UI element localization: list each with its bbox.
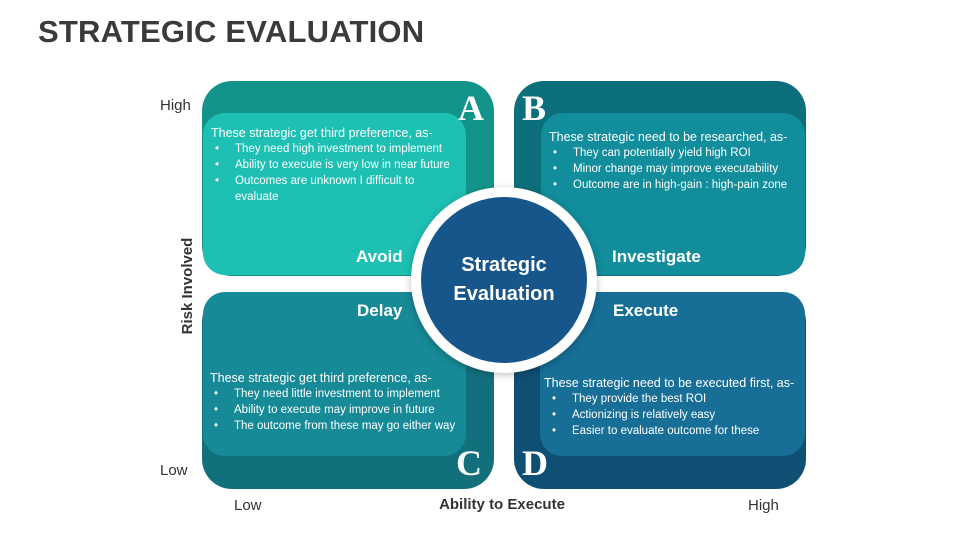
list-item: Ability to execute is very low in near f… [211,157,458,173]
quadrant-d-bullets: They provide the best ROI Actionizing is… [548,391,797,439]
list-item: They need little investment to implement [210,386,458,402]
page-title: STRATEGIC EVALUATION [38,14,425,49]
list-item: They need high investment to implement [211,141,458,157]
quadrant-a-letter: A [458,88,484,128]
list-item: They provide the best ROI [548,391,797,407]
y-axis-title: Risk Involved [179,237,196,335]
center-circle: Strategic Evaluation [421,197,587,363]
quadrant-c-bullets: They need little investment to implement… [210,386,458,434]
quadrant-a-intro: These strategic get third preference, as… [211,126,433,140]
quadrant-b-intro: These strategic need to be researched, a… [549,130,788,144]
list-item: Minor change may improve executability [549,161,797,177]
list-item: Outcome are in high-gain : high-pain zon… [549,177,797,193]
quadrant-c-label: Delay [357,301,403,320]
quadrant-a-text-box: These strategic get third preference, as… [203,113,466,275]
quadrant-d-intro: These strategic need to be executed firs… [544,376,795,390]
list-item: They can potentially yield high ROI [549,145,797,161]
list-item: The outcome from these may go either way [210,418,458,434]
quadrant-c-intro: These strategic get third preference, as… [210,371,432,385]
quadrant-b-letter: B [522,88,547,128]
y-axis-low-label: Low [160,462,188,479]
x-axis-title: Ability to Execute [439,496,565,513]
quadrant-a-label: Avoid [356,247,403,266]
quadrant-c-letter: C [456,443,482,483]
quadrant-b-text-box: These strategic need to be researched, a… [541,113,805,275]
x-axis-high-label: High [748,497,779,514]
list-item: Actionizing is relatively easy [548,407,797,423]
quadrant-d-letter: D [522,443,548,483]
y-axis-high-label: High [160,97,191,114]
quadrant-b-bullets: They can potentially yield high ROI Mino… [549,145,797,193]
list-item: Outcomes are unknown I difficult to eval… [211,173,458,205]
quadrant-b-label: Investigate [612,247,701,266]
quadrant-a-bullets: They need high investment to implement A… [211,141,458,205]
quadrant-c-text-box: These strategic get third preference, as… [203,292,466,456]
quadrant-d-label: Execute [613,301,679,320]
x-axis-low-label: Low [234,497,262,514]
center-title: Strategic Evaluation [453,254,555,305]
list-item: Easier to evaluate outcome for these [548,423,797,439]
list-item: Ability to execute may improve in future [210,402,458,418]
